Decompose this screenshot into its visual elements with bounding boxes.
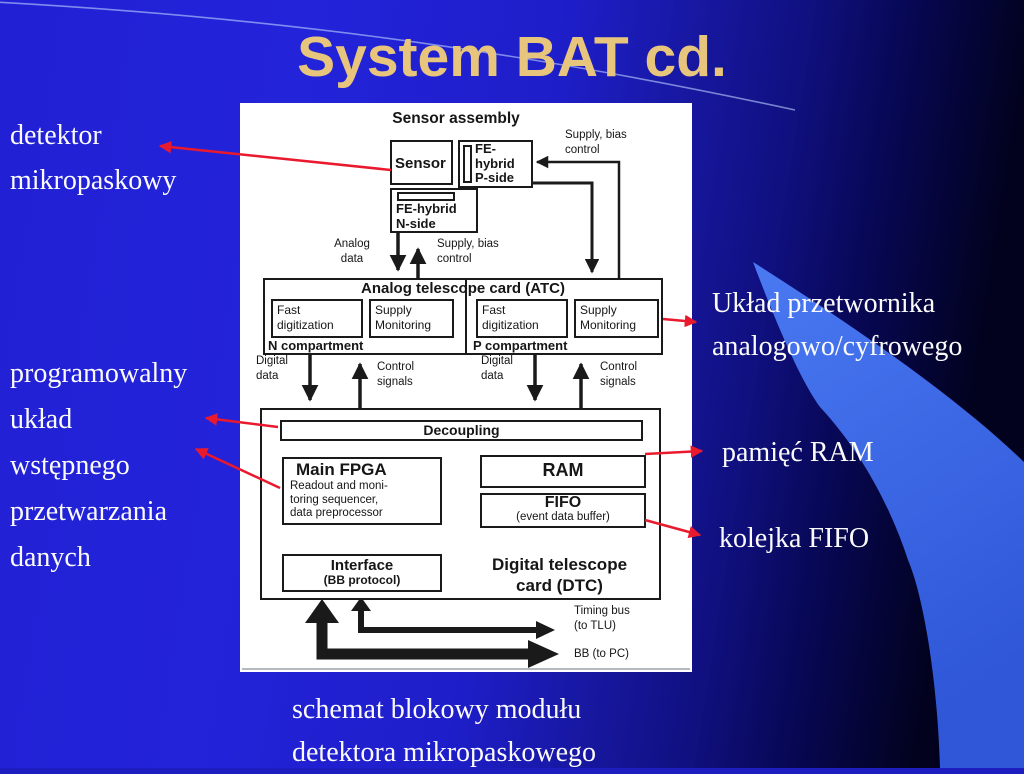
bb-right-arrowhead — [528, 640, 559, 668]
atc-box: Analog telescope card (ATC) Fast digitiz… — [263, 278, 663, 355]
atc-title: Analog telescope card (ATC) — [361, 280, 565, 297]
slide-title: System BAT cd. — [297, 25, 727, 89]
timing-bus-pipe — [358, 608, 538, 633]
fast-digitization-n-label: Fast digitization — [277, 303, 334, 332]
main-fpga-box: Main FPGA Readout and moni- toring seque… — [282, 457, 442, 525]
supply-monitoring-n-label: Supply Monitoring — [375, 303, 432, 332]
timing-right-arrowhead — [536, 621, 555, 639]
digital-data-p-label: Digital data — [481, 355, 513, 382]
supply-bias-into-pside-line — [535, 155, 621, 278]
dtc-label: Digital telescope card (DTC) — [491, 555, 628, 595]
fe-hybrid-pside-label: FE- hybrid P-side — [475, 141, 515, 185]
decoupling-box: Decoupling — [280, 420, 643, 441]
atc-divider — [465, 280, 467, 353]
analog-data-label: Analog data — [334, 238, 370, 265]
timing-up-arrowhead — [351, 597, 371, 611]
supply-monitoring-p-box: Supply Monitoring — [574, 299, 659, 338]
interface-title: Interface — [330, 557, 394, 574]
supply-bias-top-label: Supply, bias control — [565, 129, 627, 156]
annotation-ram: pamięć RAM — [722, 437, 874, 468]
main-fpga-subtitle: Readout and moni- toring sequencer, data… — [290, 480, 388, 519]
bb-bus-pipe — [316, 619, 530, 660]
fe-hybrid-nside-box: FE-hybrid N-side — [390, 188, 478, 233]
pside-to-atc-line — [532, 181, 600, 274]
fifo-label: FIFO — [544, 494, 582, 511]
fast-digitization-n-box: Fast digitization — [271, 299, 363, 338]
decoupling-label: Decoupling — [423, 422, 500, 438]
sensor-box-label: Sensor — [395, 155, 446, 172]
main-fpga-title: Main FPGA — [296, 460, 387, 479]
p-compartment-label: P compartment — [473, 338, 568, 353]
bb-to-pc-label: BB (to PC) — [574, 648, 629, 660]
sensor-box: Sensor — [390, 140, 453, 185]
supply-bias-mid-label: Supply, bias control — [437, 238, 499, 265]
ram-box: RAM — [480, 455, 646, 488]
annotation-adc: Układ przetwornika analogowo/cyfrowego — [712, 288, 963, 362]
fe-hybrid-nside-label: FE-hybrid N-side — [396, 201, 457, 231]
sensor-assembly-label: Sensor assembly — [392, 110, 520, 127]
fast-digitization-p-box: Fast digitization — [476, 299, 568, 338]
slide-caption: schemat blokowy modułu detektora mikropa… — [292, 694, 597, 768]
supply-monitoring-n-box: Supply Monitoring — [369, 299, 454, 338]
timing-bus-label: Timing bus (to TLU) — [574, 605, 630, 632]
ram-label: RAM — [542, 460, 584, 480]
block-diagram-panel: Sensor assembly Sensor FE- hybrid P-side… — [240, 103, 692, 672]
fast-digitization-p-label: Fast digitization — [482, 303, 539, 332]
pside-connector-bar — [463, 145, 472, 183]
digital-data-n-label: Digital data — [256, 355, 288, 382]
annotation-detector: detektor mikropaskowy — [10, 120, 177, 196]
decorative-arc-line — [0, 1, 796, 111]
fifo-sublabel: (event data buffer) — [516, 511, 610, 523]
fe-hybrid-pside-box: FE- hybrid P-side — [458, 140, 533, 188]
annotation-fifo: kolejka FIFO — [719, 523, 870, 554]
interface-box: Interface (BB protocol) — [282, 554, 442, 592]
annotation-programmable: programowalny układ wstępnego przetwarza… — [10, 358, 188, 573]
bb-up-arrowhead — [305, 599, 339, 623]
supply-monitoring-p-label: Supply Monitoring — [580, 303, 637, 332]
swoosh-shape — [753, 262, 1024, 768]
n-compartment-label: N compartment — [268, 338, 364, 353]
diagram-connectors — [242, 155, 690, 670]
fifo-box: FIFO (event data buffer) — [480, 493, 646, 528]
interface-subtitle: (BB protocol) — [323, 573, 401, 587]
dtc-box: Decoupling Main FPGA Readout and moni- t… — [260, 408, 661, 600]
control-signals-n-label: Control signals — [377, 361, 415, 388]
control-signals-p-label: Control signals — [600, 361, 638, 388]
nside-connector-bar — [397, 192, 455, 201]
